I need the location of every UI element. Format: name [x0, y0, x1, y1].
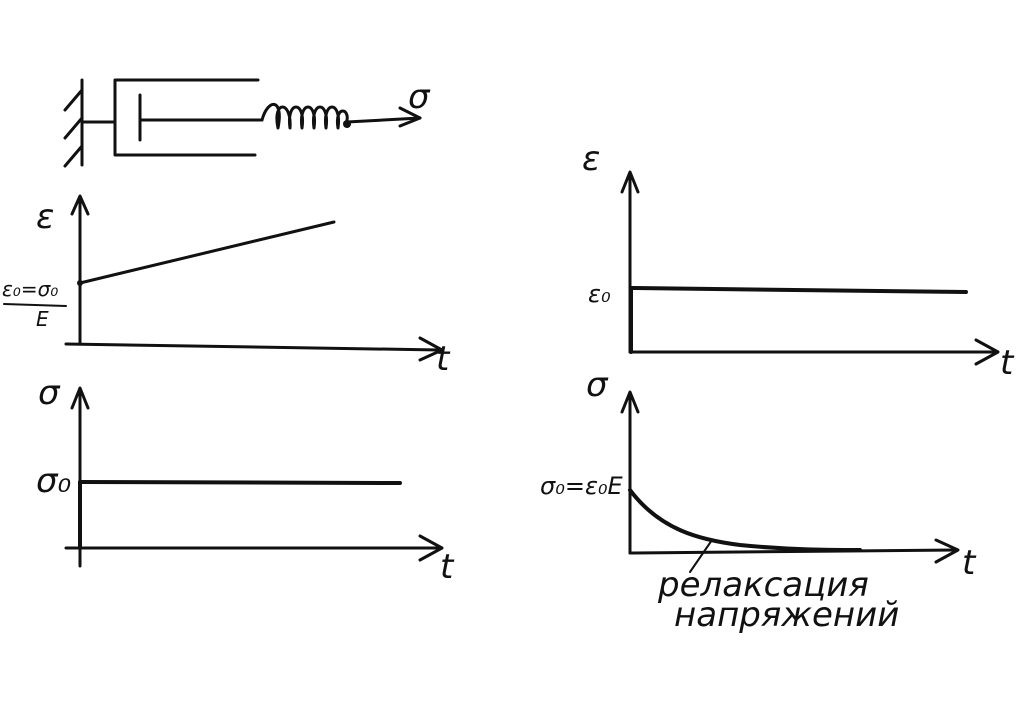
y-axis-arrowhead — [70, 386, 90, 410]
panel-strain-step: ε t ε₀ — [582, 139, 1015, 383]
wall-hatching — [63, 88, 84, 168]
x-axis-arrowhead — [974, 338, 1000, 366]
panel-stress-relax: σ t σ₀=ε₀E релаксация напряжений — [540, 365, 977, 635]
force-arrowhead — [398, 106, 422, 128]
y-axis-arrowhead — [620, 170, 640, 194]
strain-line — [78, 220, 336, 285]
x-axis-arrowhead — [418, 534, 444, 562]
x-axis — [628, 548, 958, 555]
strain-level-label: ε₀ — [588, 280, 611, 308]
stress-level-label: σ₀ — [36, 461, 72, 501]
initial-strain-label-bottom: E — [36, 307, 49, 331]
annotation-line-1: релаксация — [657, 565, 869, 605]
maxwell-model-diagram: σ — [63, 77, 431, 168]
x-axis-label: t — [1000, 343, 1015, 383]
dashpot-cylinder — [113, 78, 260, 157]
panel-strain-creep: ε t ε₀=σ₀ E — [2, 194, 451, 379]
x-axis-label: t — [440, 547, 455, 587]
initial-strain-point — [77, 280, 83, 286]
annotation-line-2: напряжений — [674, 595, 899, 635]
y-axis-arrowhead — [620, 390, 640, 414]
strain-level-line — [629, 286, 968, 294]
x-axis-label: t — [436, 339, 451, 379]
x-axis-arrowhead — [934, 538, 960, 564]
stress-level-line — [78, 480, 402, 485]
y-axis-label: ε — [36, 197, 54, 237]
annotation-leader — [689, 539, 713, 573]
y-axis-label: ε — [582, 139, 600, 179]
y-axis-label: σ — [586, 365, 609, 405]
stress-level-label: σ₀=ε₀E — [540, 472, 624, 500]
x-axis — [64, 342, 442, 352]
relaxation-curve — [628, 488, 862, 552]
spring — [260, 102, 349, 130]
x-axis-arrowhead — [418, 336, 444, 362]
force-label: σ — [408, 77, 431, 117]
y-axis-label: σ — [38, 373, 61, 413]
fraction-bar — [3, 303, 67, 307]
force-arrow — [345, 116, 422, 124]
y-axis-arrowhead — [70, 194, 90, 216]
initial-strain-label-top: ε₀=σ₀ — [2, 277, 58, 301]
panel-stress-const: σ t σ₀ — [36, 373, 455, 587]
x-axis-label: t — [962, 543, 977, 583]
